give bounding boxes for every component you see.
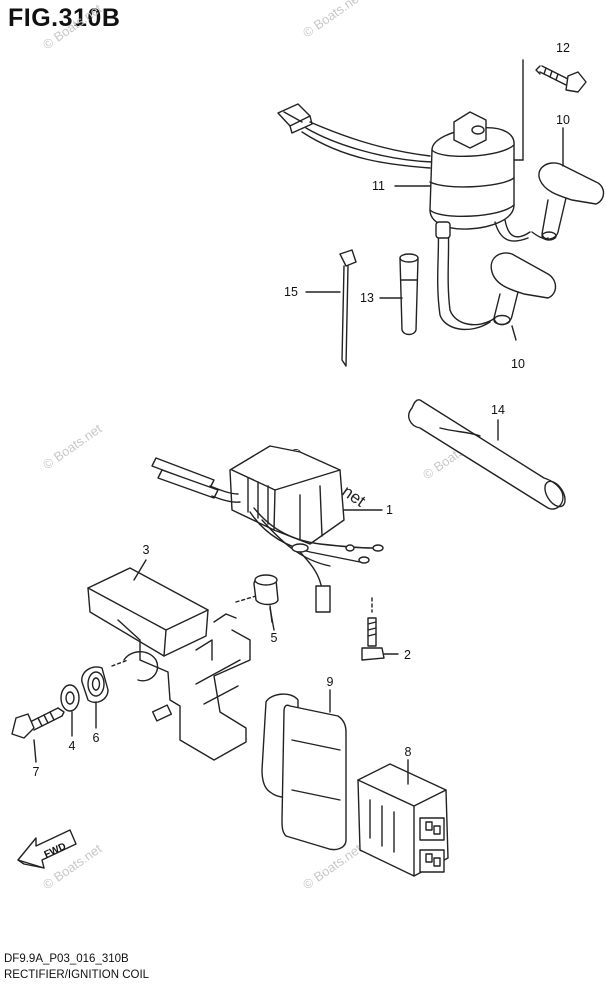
bracket [87,567,257,761]
cover-9 [261,689,347,851]
callout-number: 5 [271,631,278,645]
bolt-2 [361,597,399,661]
protector-14 [408,399,566,510]
callout-number: 14 [491,403,505,417]
callout-number: 10 [511,357,525,371]
figure-title: FIG.310B [8,4,121,32]
callout-number: 15 [284,285,298,299]
rectifier [151,445,384,613]
callout-number: 12 [556,41,570,55]
ignition-coil [277,103,531,331]
callout-number: 10 [556,113,570,127]
cable-tie [339,249,357,367]
grommet-6 [81,659,129,729]
plug-cap-upper [531,162,605,241]
figure-name: RECTIFIER/IGNITION COIL [4,969,150,981]
callout-number: 11 [372,179,385,193]
callout-number: 3 [143,543,150,557]
plug-cap-lower [490,252,557,326]
figure-code: DF9.9A_P03_016_310B [4,953,129,965]
callout-number: 2 [404,648,411,662]
grommet-5 [253,574,279,623]
washer-4 [60,684,80,737]
callout-number: 4 [69,739,76,753]
tube-13 [399,253,419,336]
callout-number: 1 [386,503,393,517]
callout-number: 7 [33,765,40,779]
callout-number: 8 [405,745,412,759]
callout-number: 9 [327,675,334,689]
callout-number: 13 [360,291,374,305]
callout-number: 6 [93,731,100,745]
leader-lines [133,127,564,631]
connector-8 [357,759,449,877]
fwd-arrow-icon [17,829,77,869]
bolt-7 [11,707,65,763]
bolt-12 [513,59,587,161]
